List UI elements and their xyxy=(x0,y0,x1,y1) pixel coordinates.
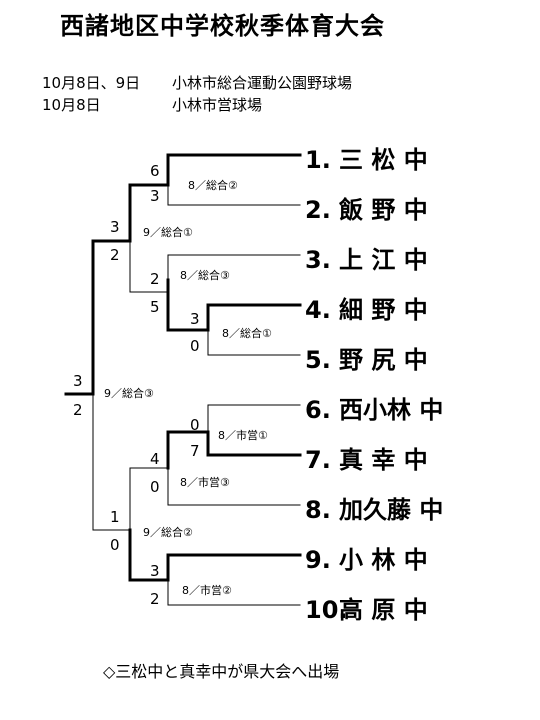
schedule-venue-1: 小林市総合運動公園野球場 xyxy=(172,74,353,92)
venue-m3: 8／総合③ xyxy=(180,269,230,282)
score-bottom-m1: 3 xyxy=(150,187,160,205)
team-number: 3. xyxy=(305,246,331,274)
venue-m1: 8／総合② xyxy=(188,179,238,192)
team-6: 6. 西小林 中 xyxy=(305,390,474,425)
team-2: 2. 飯 野 中 xyxy=(305,190,474,225)
score-top-m6: 3 xyxy=(150,562,160,580)
schedule-date-1: 10月8日、9日 xyxy=(42,74,141,92)
schedule-venue-2: 小林市営球場 xyxy=(172,96,263,114)
score-bottom-m6: 2 xyxy=(150,590,160,608)
score-top-m7: 3 xyxy=(110,218,120,236)
team-7: 7. 真 幸 中 xyxy=(305,440,474,475)
team-name: 飯 野 中 xyxy=(339,196,428,224)
score-top-m2: 3 xyxy=(190,310,200,328)
team-10: 10.高 原 中 xyxy=(305,590,474,625)
score-top-m5: 4 xyxy=(150,450,160,468)
score-bottom-m2: 0 xyxy=(190,337,200,355)
team-number: 9. xyxy=(305,546,331,574)
team-4: 4. 細 野 中 xyxy=(305,290,474,325)
team-3: 3. 上 江 中 xyxy=(305,240,474,275)
score-bottom-m3: 5 xyxy=(150,298,160,316)
venue-m4: 8／市営① xyxy=(218,429,268,442)
score-bottom-m7: 2 xyxy=(110,246,120,264)
score-top-m4: 0 xyxy=(190,416,200,434)
venue-m7: 9／総合① xyxy=(143,226,193,239)
venue-m2: 8／総合① xyxy=(222,327,272,340)
team-name: 小 林 中 xyxy=(339,546,428,574)
team-number: 6. xyxy=(305,396,331,424)
team-name: 加久藤 中 xyxy=(339,496,444,524)
team-number: 5. xyxy=(305,346,331,374)
team-name: 真 幸 中 xyxy=(339,446,428,474)
team-8: 8. 加久藤 中 xyxy=(305,490,474,525)
score-bottom-final: 2 xyxy=(73,401,83,419)
venue-m5: 8／市営③ xyxy=(180,476,230,489)
score-bottom-m5: 0 xyxy=(150,478,160,496)
venue-m8: 9／総合② xyxy=(143,526,193,539)
team-number: 8. xyxy=(305,496,331,524)
team-5: 5. 野 尻 中 xyxy=(305,340,474,375)
team-number: 4. xyxy=(305,296,331,324)
team-number: 7. xyxy=(305,446,331,474)
score-top-final: 3 xyxy=(73,372,83,390)
team-name: 細 野 中 xyxy=(339,296,428,324)
team-name: 西小林 中 xyxy=(339,396,444,424)
schedule-date-2: 10月8日 xyxy=(42,96,101,114)
team-1: 1. 三 松 中 xyxy=(305,140,474,175)
team-name: 野 尻 中 xyxy=(339,346,428,374)
score-bottom-m8: 0 xyxy=(110,536,120,554)
team-number: 2. xyxy=(305,196,331,224)
score-bottom-m4: 7 xyxy=(190,442,200,460)
score-top-m1: 6 xyxy=(150,162,160,180)
venue-final: 9／総合③ xyxy=(104,387,154,400)
team-number: 10. xyxy=(305,596,348,624)
team-name: 高 原 中 xyxy=(339,596,428,624)
team-9: 9. 小 林 中 xyxy=(305,540,474,575)
page-title: 西諸地区中学校秋季体育大会 xyxy=(60,12,385,40)
team-number: 1. xyxy=(305,146,331,174)
team-name: 上 江 中 xyxy=(339,246,428,274)
score-top-m3: 2 xyxy=(150,270,160,288)
footer-note: ◇三松中と真幸中が県大会へ出場 xyxy=(103,662,340,681)
score-top-m8: 1 xyxy=(110,508,120,526)
team-name: 三 松 中 xyxy=(339,146,428,174)
venue-m6: 8／市営② xyxy=(182,584,232,597)
